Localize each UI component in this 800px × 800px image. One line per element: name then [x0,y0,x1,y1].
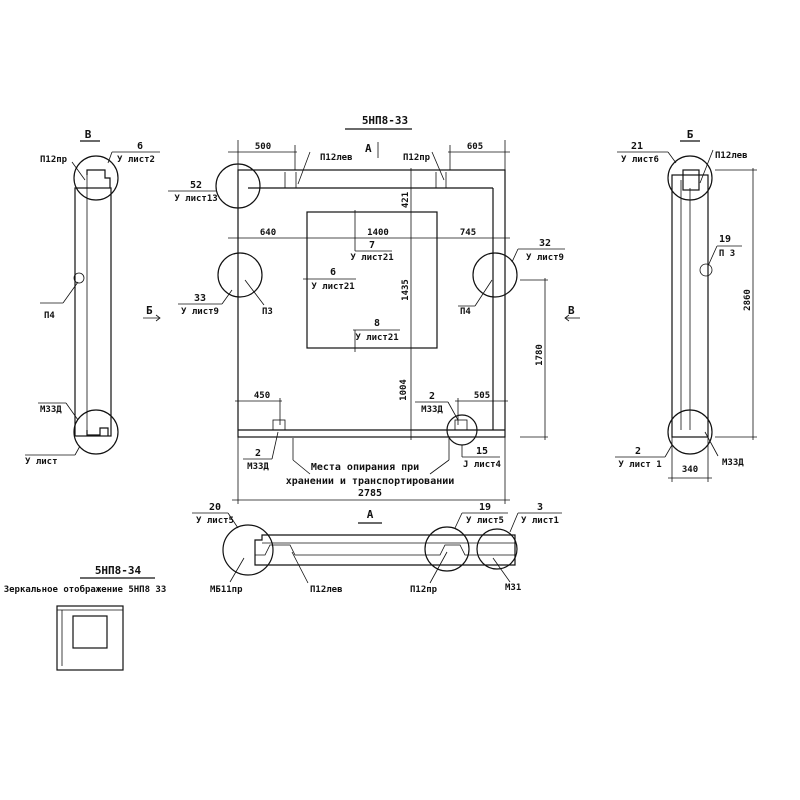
left-callout-6-ref: У лист2 [117,155,155,165]
right-view-title: Б [687,128,694,141]
label-p3: П3 [262,307,273,317]
dim-1780: 1780 [535,344,545,366]
right-callout-21-num: 21 [631,141,643,152]
callout-32-ref: У лист9 [526,253,564,263]
detail-circle-32 [472,252,518,298]
left-detail-top [73,155,119,201]
left-section-view: В 6 У лист2 П12пр П4 М33Д У лист [25,128,160,467]
mirror-title: 5НП8-34 [95,564,142,577]
bottom-callout-3-ref: У лист1 [521,516,559,526]
mirror-variant: 5НП8-34 Зеркальное отображение 5НП8 33 [4,564,167,671]
callout-m33d-b-ref: М33Д [247,462,269,472]
right-callout-21-ref: У лист6 [621,155,659,165]
callout-32-num: 32 [539,238,551,249]
callout-33-ref: У лист9 [181,307,219,317]
right-callout-19-ref: П 3 [719,249,735,259]
bottom-label-p12pr: П12пр [410,585,438,595]
view-marker-a: А [365,142,372,155]
dim-2860: 2860 [743,289,753,311]
dim-421: 421 [401,192,411,208]
dim-2785: 2785 [358,488,382,499]
right-detail-top [667,155,713,201]
bottom-panel-edge [254,534,516,566]
callout-33-num: 33 [194,293,206,304]
right-section-view: Б 21 У лист6 П12лев 19 П 3 2860 2 У лист… [615,128,757,482]
callout-6-num: 6 [330,267,336,278]
bottom-detail-3 [476,528,518,570]
support-note-line1: Места опирания при [311,462,419,473]
left-view-title: В [85,128,92,141]
left-label-ulist: У лист [25,457,58,467]
section-marker-b: Б [146,304,153,317]
callout-7-ref: У лист21 [350,253,393,263]
detail-circle-52 [215,163,261,209]
dim-500: 500 [255,142,271,152]
right-callout-19-num: 19 [719,234,731,245]
callout-52-ref: У лист13 [174,194,217,204]
left-label-p4: П4 [44,311,55,321]
callout-15-num: 15 [476,446,488,457]
callout-52-num: 52 [190,180,202,191]
bottom-callout-19-ref: У лист5 [466,516,504,526]
left-panel-section [74,187,112,437]
left-label-p12pr: П12пр [40,155,68,165]
callout-m33d-a-num: 2 [429,391,435,402]
right-label-m33d: М33Д [722,458,744,468]
support-note-line2: хранении и транспортировании [286,476,455,487]
label-p4: П4 [460,307,471,317]
main-plan-view: 5НП8-33 А 500 605 640 1400 745 421 1435 … [143,114,580,504]
bottom-label-p12lev: П12лев [310,585,343,595]
bottom-callout-19-num: 19 [479,502,491,513]
loop-left [272,419,286,431]
loop-right [454,419,468,431]
right-detail-bottom [667,409,713,455]
bottom-label-mb11pr: МБ11пр [210,585,243,595]
dim-605: 605 [467,142,483,152]
bottom-view-title: А [367,508,374,521]
bottom-callout-20-ref: У лист5 [196,516,234,526]
bottom-view-a: А 20 У лист5 19 У лист5 3 У лист1 МБ11пр… [192,502,562,595]
callout-15-ref: J лист4 [463,460,502,470]
dim-1400: 1400 [367,228,389,238]
right-label-p12lev: П12лев [715,151,748,161]
panel-outline [237,169,506,438]
dim-640: 640 [260,228,276,238]
bottom-detail-19 [424,526,470,572]
dim-340: 340 [682,465,698,475]
right-panel-section [671,174,709,438]
callout-6-ref: У лист21 [311,282,354,292]
dim-1004: 1004 [399,379,409,401]
left-detail-bottom [73,409,119,455]
mirror-panel-thumbnail [56,605,124,671]
dim-450: 450 [254,391,270,401]
callout-8-ref: У лист21 [355,333,398,343]
bottom-callout-20-num: 20 [209,502,221,513]
bottom-label-m31: М31 [505,583,521,593]
left-label-m33d: М33Д [40,405,62,415]
callout-m33d-a-ref: М33Д [421,405,443,415]
label-p12lev: П12лев [320,153,353,163]
opening [306,211,438,349]
section-marker-v: В [568,304,575,317]
callout-8-num: 8 [374,318,380,329]
left-callout-6-num: 6 [137,141,143,152]
dim-1435: 1435 [401,279,411,301]
label-p12pr: П12пр [403,153,431,163]
mirror-caption: Зеркальное отображение 5НП8 33 [4,584,167,595]
dim-505: 505 [474,391,490,401]
callout-7-num: 7 [369,240,375,251]
bottom-detail-20 [222,524,274,576]
detail-circle-33 [217,252,263,298]
right-callout-2-ref: У лист 1 [618,460,661,470]
callout-m33d-b-num: 2 [255,448,261,459]
main-title: 5НП8-33 [362,114,408,127]
dim-745: 745 [460,228,476,238]
bottom-callout-3-num: 3 [537,502,543,513]
right-callout-2-num: 2 [635,446,641,457]
